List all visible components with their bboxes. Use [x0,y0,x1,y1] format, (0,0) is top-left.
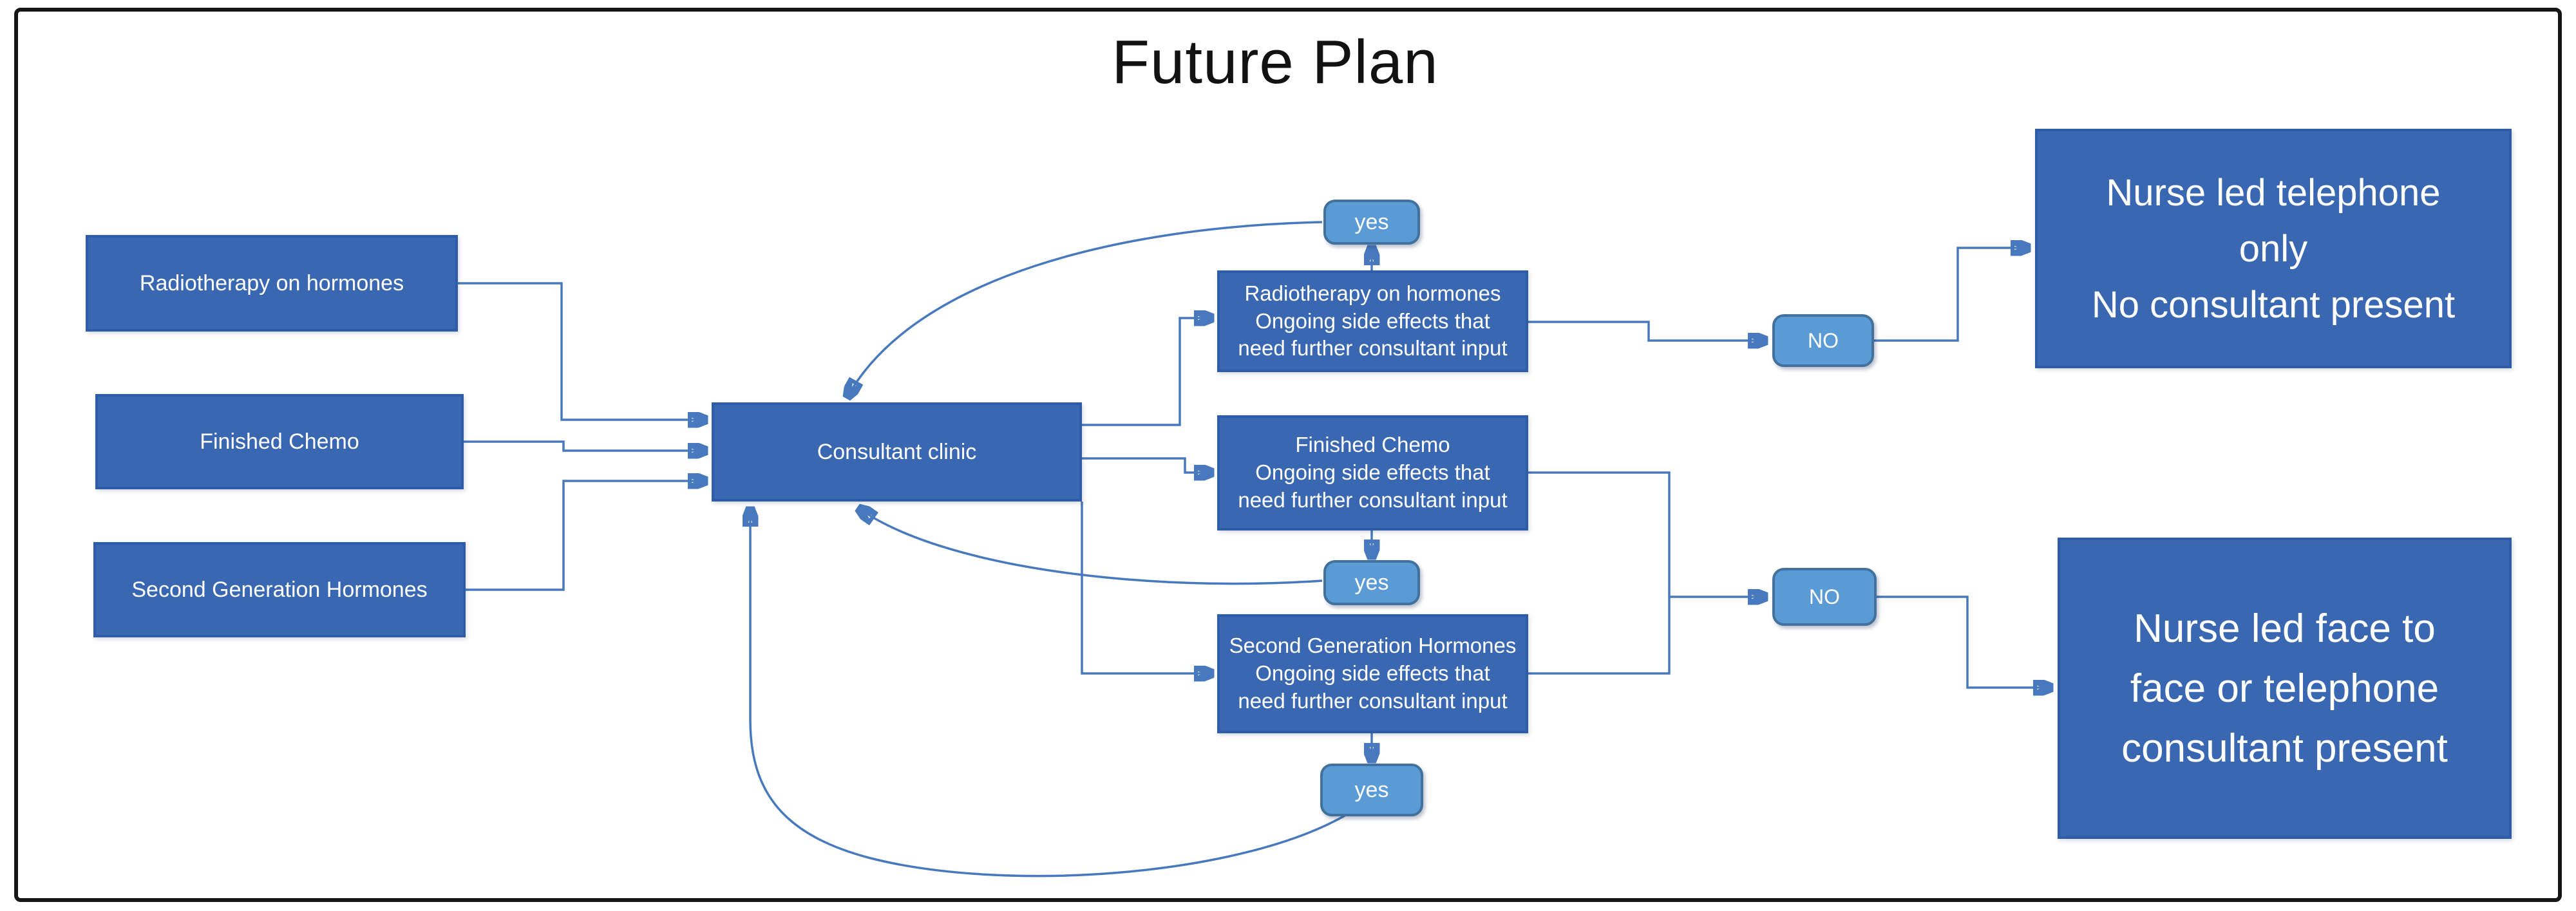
badge-yes-top: yes [1323,200,1420,245]
node-nurse-led-telephone: Nurse led telephone only No consultant p… [2035,129,2512,368]
node-line: Ongoing side effects that [1255,661,1490,686]
badge-label: yes [1354,209,1389,234]
node-line: Ongoing side effects that [1255,460,1490,485]
badge-label: NO [1808,328,1839,352]
node-line: need further consultant input [1238,688,1508,713]
node-radiotherapy-ongoing: Radiotherapy on hormones Ongoing side ef… [1217,270,1528,372]
node-line: need further consultant input [1238,487,1508,512]
node-second-generation-hormones: Second Generation Hormones [93,542,466,637]
node-line: consultant present [2121,726,2448,771]
badge-yes-bottom: yes [1320,764,1423,816]
badge-no-top: NO [1772,314,1874,367]
badge-label: NO [1809,585,1840,608]
node-line: Second Generation Hormones [1229,634,1517,658]
node-line: face or telephone [2130,666,2439,711]
node-line: only [2239,227,2308,270]
node-finished-chemo-ongoing: Finished Chemo Ongoing side effects that… [1217,415,1528,531]
node-radiotherapy: Radiotherapy on hormones [86,235,458,332]
node-line: No consultant present [2091,283,2456,326]
node-line: need further consultant input [1238,336,1508,361]
node-line: Ongoing side effects that [1255,308,1490,333]
badge-label: yes [1354,570,1389,595]
node-line: Radiotherapy on hormones [1244,281,1501,305]
node-consultant-clinic: Consultant clinic [712,402,1082,502]
node-line: Finished Chemo [1295,433,1450,457]
node-second-generation-ongoing: Second Generation Hormones Ongoing side … [1217,614,1528,733]
node-label: Radiotherapy on hormones [139,270,404,296]
node-label: Second Generation Hormones [131,577,428,602]
node-line: Nurse led face to [2134,606,2436,651]
badge-yes-middle: yes [1323,560,1420,605]
node-label: Finished Chemo [200,429,359,454]
node-nurse-led-face-to-face: Nurse led face to face or telephone cons… [2058,538,2512,839]
node-line: Nurse led telephone [2106,171,2441,214]
badge-label: yes [1354,777,1389,802]
diagram-title: Future Plan [1112,28,1439,97]
node-finished-chemo: Finished Chemo [95,394,464,489]
badge-no-bottom: NO [1772,568,1877,626]
node-label: Consultant clinic [817,439,977,464]
